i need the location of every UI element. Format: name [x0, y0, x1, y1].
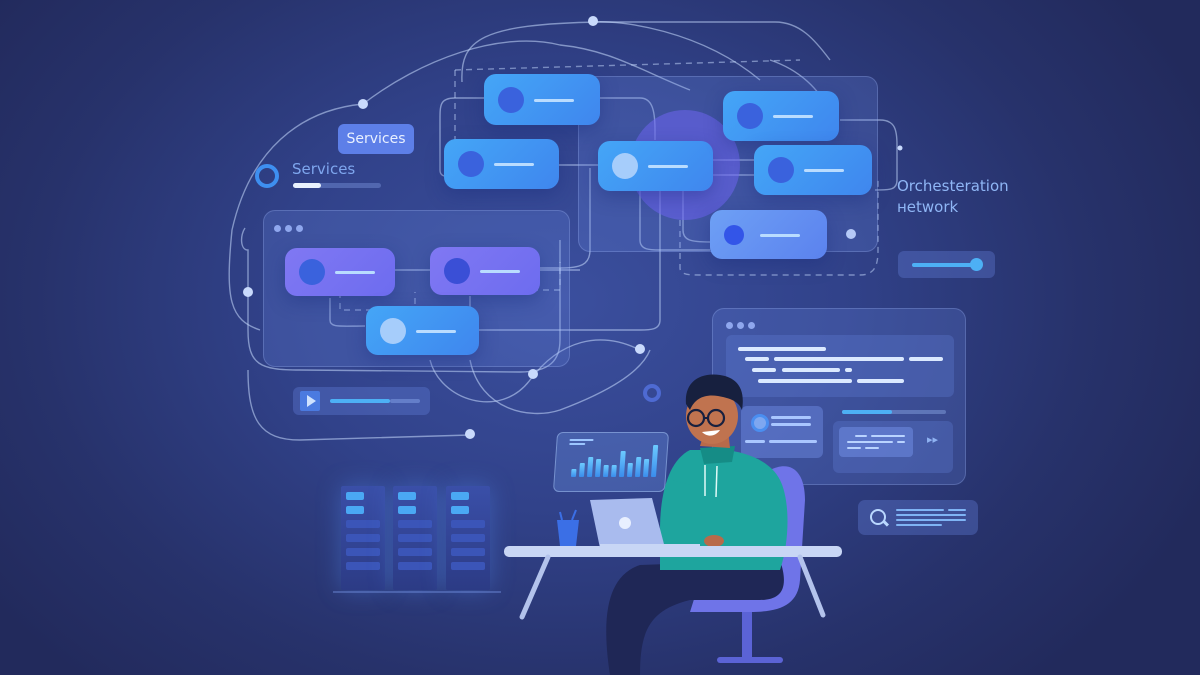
- decorative-ring-icon: [643, 384, 661, 402]
- node-avatar-icon: [612, 153, 638, 179]
- service-node-2[interactable]: [444, 139, 559, 189]
- stats-progress: [842, 410, 946, 414]
- log-card[interactable]: [839, 427, 913, 457]
- node-avatar-icon: [444, 258, 470, 284]
- code-block: [726, 335, 954, 397]
- node-avatar-icon: [724, 224, 744, 245]
- code-window: ▸▸: [712, 308, 966, 485]
- search-icon[interactable]: [870, 509, 886, 525]
- forward-icon[interactable]: ▸▸: [927, 433, 939, 446]
- slider-track: [912, 263, 976, 267]
- profile-card[interactable]: [741, 406, 823, 458]
- services-progress-fill: [293, 183, 321, 188]
- media-player[interactable]: [293, 387, 430, 415]
- rack-floor: [333, 591, 501, 593]
- window-controls: [274, 217, 307, 236]
- node-avatar-icon: [768, 157, 794, 183]
- services-progress-bar: [293, 183, 381, 188]
- orchestration-network-label: Orchesteration нetwork: [897, 176, 1009, 218]
- service-node-4[interactable]: [754, 145, 872, 195]
- orchestration-line-2: нetwork: [897, 198, 959, 216]
- node-avatar-icon: [380, 317, 406, 344]
- ring-progress-icon: [255, 164, 279, 188]
- orchestration-line-1: Orchesteration: [897, 177, 1009, 195]
- search-widget[interactable]: [858, 500, 978, 535]
- node-avatar-icon: [498, 86, 524, 113]
- workflow-node-2[interactable]: [430, 247, 540, 295]
- server-rack-2: [393, 486, 437, 590]
- play-icon[interactable]: [300, 391, 320, 411]
- player-remaining: [390, 399, 420, 403]
- service-node-1[interactable]: [484, 74, 600, 125]
- server-rack-3: [446, 486, 490, 590]
- workflow-node-3[interactable]: [366, 306, 479, 355]
- service-node-hub[interactable]: [598, 141, 713, 191]
- player-progress[interactable]: [330, 399, 390, 403]
- services-chip[interactable]: Services: [338, 124, 414, 154]
- slider-knob[interactable]: [970, 258, 983, 271]
- server-rack-1: [341, 486, 385, 590]
- log-panel: ▸▸: [833, 421, 953, 473]
- window-controls: [726, 314, 759, 333]
- workflow-node-1[interactable]: [285, 248, 395, 296]
- node-avatar-icon: [458, 151, 484, 177]
- node-avatar-icon: [299, 259, 325, 285]
- service-node-5[interactable]: [710, 210, 827, 259]
- profile-avatar-icon: [751, 414, 769, 432]
- slider-control[interactable]: [898, 251, 995, 278]
- services-label: Services: [292, 160, 356, 178]
- node-avatar-icon: [737, 103, 763, 129]
- service-node-3[interactable]: [723, 91, 839, 141]
